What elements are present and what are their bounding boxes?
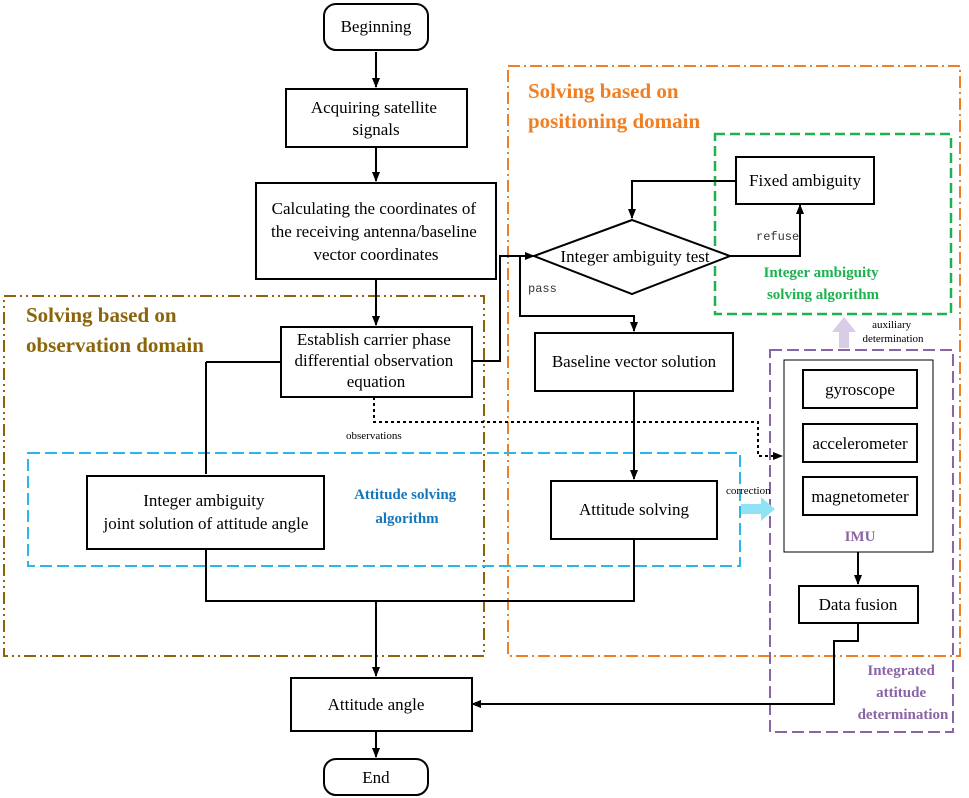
attitude-algorithm-frame (27, 452, 741, 567)
acquiring-label: Acquiring satellite signals (311, 98, 441, 139)
calculating-label: Calculating the coordinates of the recei… (271, 199, 481, 264)
observation-domain-title: Solving based on observation domain (26, 303, 204, 357)
auxiliary-label: auxiliary determination (862, 319, 924, 345)
attitude-angle-node (290, 677, 473, 732)
acquiring-node (285, 88, 468, 148)
establish-label: Establish carrier phase differential obs… (294, 330, 457, 391)
attitude-solving-label: Attitude solving (579, 500, 690, 519)
gyroscope-node (802, 369, 918, 409)
auxiliary-arrow (832, 317, 856, 348)
baseline-solution-node (534, 332, 734, 392)
imu-label: IMU (845, 529, 876, 545)
integer-test-label: Integer ambiguity test (560, 247, 709, 266)
refuse-label: refuse (756, 230, 799, 244)
integrated-title: Integrated attitude determination (858, 663, 949, 723)
accelerometer-node (802, 423, 918, 463)
integer-algorithm-title: Integer ambiguity solving algorithm (764, 265, 883, 303)
attitude-angle-label: Attitude angle (328, 695, 425, 714)
data-fusion-label: Data fusion (819, 595, 898, 614)
edge-establish-integer-test (472, 252, 535, 362)
gyroscope-label: gyroscope (825, 380, 895, 399)
magnetometer-label: magnetometer (811, 487, 909, 506)
end-node (323, 758, 429, 796)
edge-test-pass-baseline (519, 256, 638, 332)
edge-merge-to-attitude-angle (205, 539, 635, 602)
edge-datafusion-attitude-angle (471, 623, 859, 708)
attitude-solving-node (550, 480, 718, 540)
baseline-solution-label: Baseline vector solution (552, 352, 717, 371)
fixed-ambiguity-node (735, 156, 875, 205)
positioning-domain-title: Solving based on positioning domain (528, 79, 700, 133)
joint-solution-label: Integer ambiguity joint solution of atti… (103, 491, 309, 533)
end-label: End (362, 768, 390, 787)
joint-solution-node (86, 475, 325, 550)
magnetometer-node (802, 476, 918, 516)
beginning-label: Beginning (341, 17, 412, 36)
correction-label: correction (726, 485, 771, 497)
fixed-ambiguity-label: Fixed ambiguity (749, 171, 861, 190)
observation-domain-frame (3, 295, 485, 657)
positioning-domain-frame (507, 65, 961, 657)
calculating-node (255, 182, 497, 280)
correction-arrow (741, 497, 775, 521)
integrated-frame (769, 349, 954, 733)
edge-test-refuse-fixed (728, 204, 804, 257)
pass-label: pass (528, 282, 557, 296)
attitude-algorithm-title: Attitude solving algorithm (354, 487, 460, 527)
establish-node (280, 326, 473, 398)
observations-label: observations (346, 430, 402, 442)
integer-test-decision (531, 218, 733, 296)
data-fusion-node (798, 585, 919, 624)
edge-fixed-to-test (628, 180, 736, 219)
integer-algorithm-frame (713, 132, 953, 316)
accelerometer-label: accelerometer (812, 434, 908, 453)
edge-observations-dotted (373, 397, 783, 460)
beginning-node (323, 3, 429, 51)
